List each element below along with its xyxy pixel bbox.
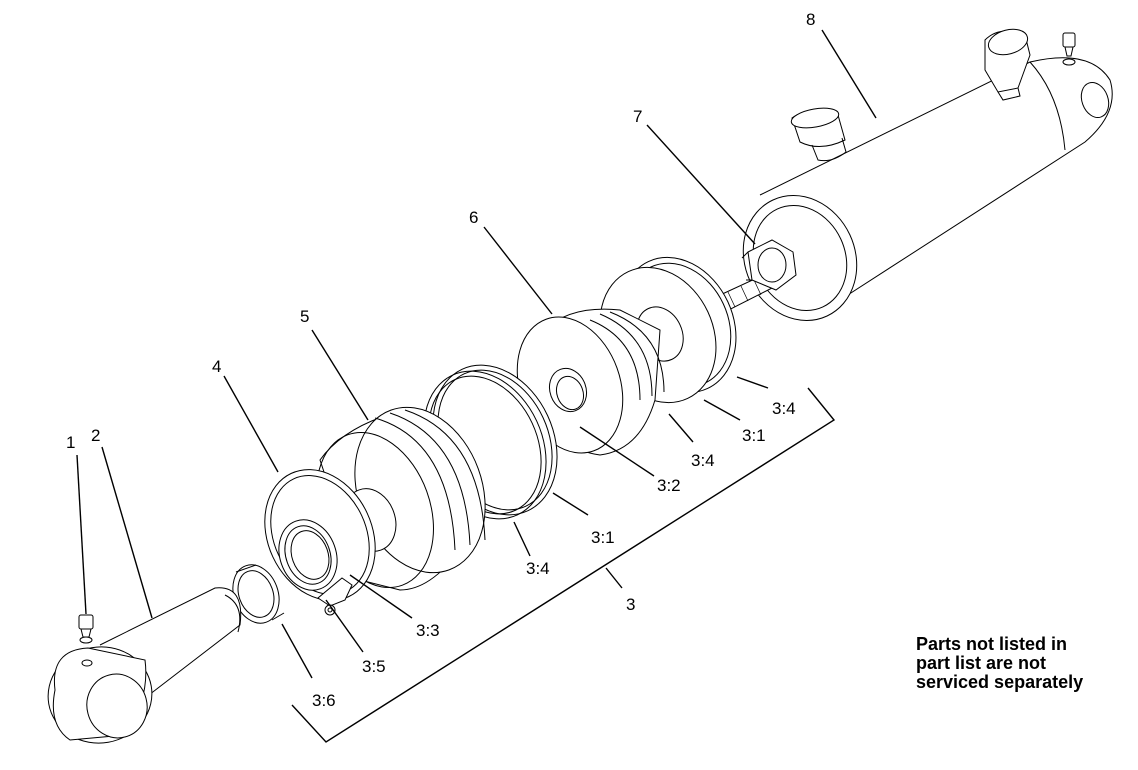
service-note-line-3: serviced separately — [916, 672, 1084, 692]
callout-8: 8 — [806, 10, 815, 29]
part-6-piston — [516, 256, 737, 456]
callout-3-4b: 3:4 — [691, 451, 715, 470]
callout-3-4c: 3:4 — [772, 399, 796, 418]
part-2-rod — [47, 587, 242, 744]
callout-3-1a: 3:1 — [591, 528, 615, 547]
callout-3-2: 3:2 — [657, 476, 681, 495]
callout-1: 1 — [66, 433, 75, 452]
service-note-line-1: Parts not listed in — [916, 634, 1068, 654]
service-note-line-2: part list are not — [916, 653, 1047, 673]
part-8-cylinder-barrel — [742, 28, 1113, 321]
callout-3-3: 3:3 — [416, 621, 440, 640]
callout-5: 5 — [300, 307, 309, 326]
callout-4: 4 — [212, 357, 221, 376]
callout-3-1b: 3:1 — [742, 426, 766, 445]
leader-lines — [76, 29, 877, 743]
callout-7: 7 — [633, 107, 642, 126]
part-3-6-wiper — [232, 564, 285, 624]
callout-3: 3 — [626, 595, 635, 614]
callout-labels: 1 2 3 3:1 3:1 3:2 3:3 3:4 3:4 3:4 3:5 3:… — [66, 10, 815, 710]
callout-3-6: 3:6 — [312, 691, 336, 710]
callout-3-4a: 3:4 — [526, 559, 550, 578]
callout-3-5: 3:5 — [362, 657, 386, 676]
callout-6: 6 — [469, 208, 478, 227]
service-note: Parts not listed in part list are not se… — [916, 635, 1131, 692]
part-3-3-seal — [278, 519, 338, 616]
callout-2: 2 — [91, 426, 100, 445]
